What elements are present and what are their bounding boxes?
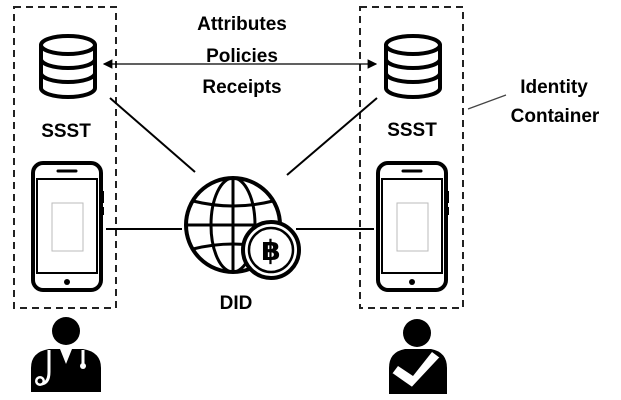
baht-coin-icon: ฿ xyxy=(241,220,301,280)
right-identity-container xyxy=(359,6,464,309)
right-storage-link xyxy=(286,97,378,176)
identity-container-pointer xyxy=(467,94,507,110)
left-identity-container xyxy=(13,6,117,309)
database-icon xyxy=(384,34,442,99)
identity-container-label-line-1: Identity xyxy=(520,77,588,98)
database-icon xyxy=(39,34,97,99)
coin-symbol: ฿ xyxy=(261,234,280,267)
identity-container-label-line-2: Container xyxy=(511,106,600,127)
doctor-icon xyxy=(31,317,101,392)
left-storage-link xyxy=(109,97,196,173)
shared-data-line-1: Attributes xyxy=(197,14,287,35)
smartphone-icon xyxy=(31,161,104,292)
left-storage-label: SSST xyxy=(41,121,91,142)
shared-data-line-2: Policies xyxy=(206,46,278,67)
right-storage-label: SSST xyxy=(387,120,437,141)
smartphone-icon xyxy=(376,161,449,292)
did-label: DID xyxy=(220,293,253,314)
shared-data-line-3: Receipts xyxy=(202,77,281,98)
patient-icon xyxy=(389,319,447,394)
